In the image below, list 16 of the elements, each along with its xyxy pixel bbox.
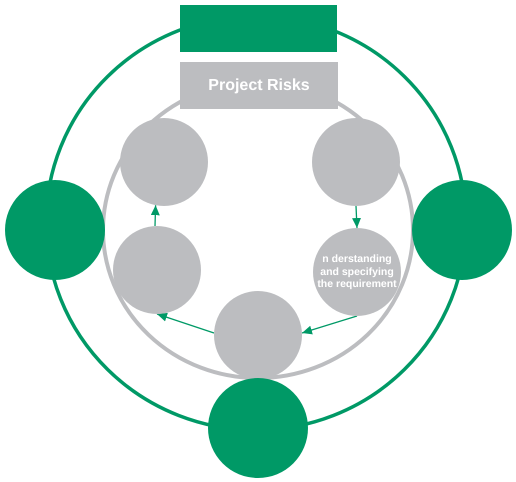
title-banner: [180, 62, 338, 109]
arrow: [302, 315, 358, 334]
arrow: [352, 206, 362, 228]
step-circle: [313, 228, 401, 316]
step-circle: [312, 118, 400, 206]
phase-circle: [412, 180, 512, 280]
step-circle: [113, 226, 201, 314]
phase-circle: [5, 180, 105, 280]
arrow: [150, 205, 160, 226]
step-label: n derstanding and specifying the requirement: [316, 253, 398, 291]
step-circle: [120, 118, 208, 206]
banner-text: Project Risks: [207, 76, 311, 95]
phase-circle: [208, 378, 308, 478]
step-circle: [214, 291, 302, 379]
arrow: [156, 312, 214, 334]
header-block: [180, 5, 337, 52]
